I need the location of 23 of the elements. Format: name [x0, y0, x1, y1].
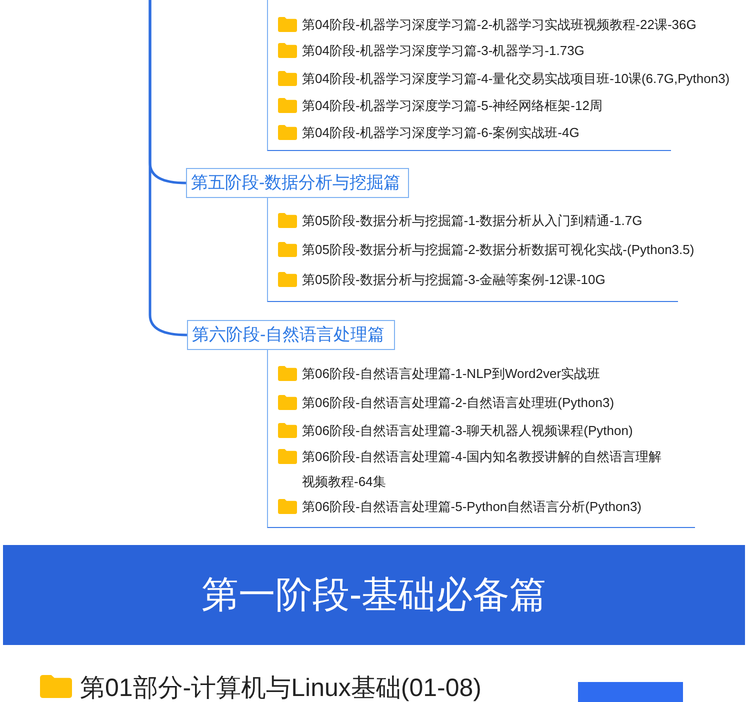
stage-title: 第六阶段-自然语言处理篇	[192, 324, 385, 346]
folder-name: 第05阶段-数据分析与挖掘篇-1-数据分析从入门到精通-1.7G	[302, 212, 642, 230]
folder-name: 第04阶段-机器学习深度学习篇-5-神经网络框架-12周	[302, 96, 602, 114]
cropped-block	[578, 682, 683, 702]
folder-name: 第05阶段-数据分析与挖掘篇-3-金融等案例-12课-10G	[302, 270, 606, 288]
stage-box	[187, 320, 395, 350]
folder-name: 第04阶段-机器学习深度学习篇-4-量化交易实战项目班-10课(6.7G,Python3)	[302, 70, 730, 88]
folder-name: 第04阶段-机器学习深度学习篇-3-机器学习-1.73G	[302, 42, 584, 60]
folder-name: 第05阶段-数据分析与挖掘篇-2-数据分析数据可视化实战-(Python3.5)	[302, 240, 694, 259]
stage-box	[186, 168, 409, 198]
folder-name: 第06阶段-自然语言处理篇-2-自然语言处理班(Python3)	[302, 394, 614, 412]
folder-name: 第04阶段-机器学习深度学习篇-6-案例实战班-4G	[302, 124, 580, 142]
stage-title: 第五阶段-数据分析与挖掘篇	[191, 172, 401, 194]
folder-list-panel	[267, 350, 695, 528]
folder-name: 第06阶段-自然语言处理篇-1-NLP到Word2ver实战班	[302, 365, 600, 383]
section-banner	[3, 545, 745, 645]
folder-name: 第06阶段-自然语言处理篇-4-国内知名教授讲解的自然语言理解视频教程-64集	[302, 448, 663, 490]
folder-name: 第04阶段-机器学习深度学习篇-2-机器学习实战班视频教程-22课-36G	[302, 16, 696, 34]
folder-name: 第01部分-计算机与Linux基础(01-08)	[80, 673, 482, 702]
connector-line	[148, 0, 188, 336]
folder-name: 第06阶段-自然语言处理篇-3-聊天机器人视频课程(Python)	[302, 422, 633, 440]
banner-title: 第一阶段-基础必备篇	[201, 573, 547, 617]
folder-name: 第06阶段-自然语言处理篇-5-Python自然语言分析(Python3)	[302, 498, 642, 516]
